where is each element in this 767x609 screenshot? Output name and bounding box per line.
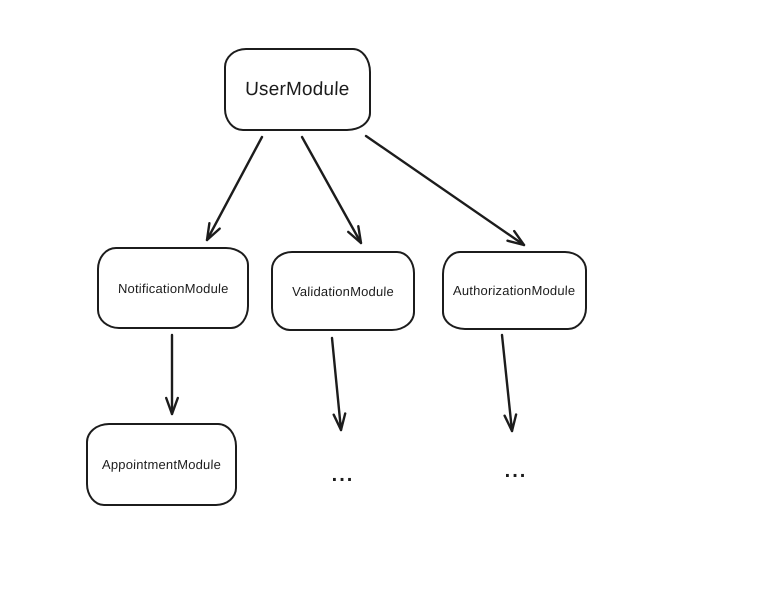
arrowhead — [347, 225, 363, 245]
node-validationmodule-label: ValidationModule — [291, 283, 395, 299]
arrow-line — [364, 134, 526, 247]
arrow-line — [205, 135, 264, 242]
node-authorizationmodule: AuthorizationModule — [442, 251, 587, 330]
edge-usermodule-authorizationmodule — [364, 134, 526, 247]
edge-validationmodule-ellipsis — [330, 336, 347, 432]
arrowhead — [503, 413, 518, 433]
arrowhead — [165, 396, 179, 416]
node-authorizationmodule-label: AuthorizationModule — [453, 283, 576, 298]
edge-notificationmodule-appointmentmodule — [165, 333, 179, 416]
node-appointmentmodule: AppointmentModule — [86, 423, 237, 506]
node-notificationmodule-label: NotificationModule — [117, 280, 229, 296]
arrow-line — [300, 135, 363, 245]
edge-usermodule-notificationmodule — [205, 135, 264, 242]
edge-usermodule-validationmodule — [300, 135, 363, 245]
ellipsis-label: ... — [504, 459, 528, 482]
arrow-line — [330, 336, 343, 432]
edge-authorizationmodule-ellipsis — [500, 333, 518, 433]
arrowhead — [332, 412, 347, 432]
node-usermodule-label: UserModule — [244, 78, 351, 100]
node-usermodule: UserModule — [224, 48, 371, 131]
node-validationmodule: ValidationModule — [271, 251, 415, 331]
arrow-line — [500, 333, 514, 433]
node-notificationmodule: NotificationModule — [97, 247, 249, 329]
arrowhead — [205, 222, 221, 242]
validation-continuation-ellipsis: ... — [318, 462, 368, 488]
arrowhead — [506, 229, 526, 247]
authorization-continuation-ellipsis: ... — [491, 458, 541, 484]
ellipsis-label: ... — [331, 463, 355, 486]
node-appointmentmodule-label: AppointmentModule — [101, 457, 222, 472]
